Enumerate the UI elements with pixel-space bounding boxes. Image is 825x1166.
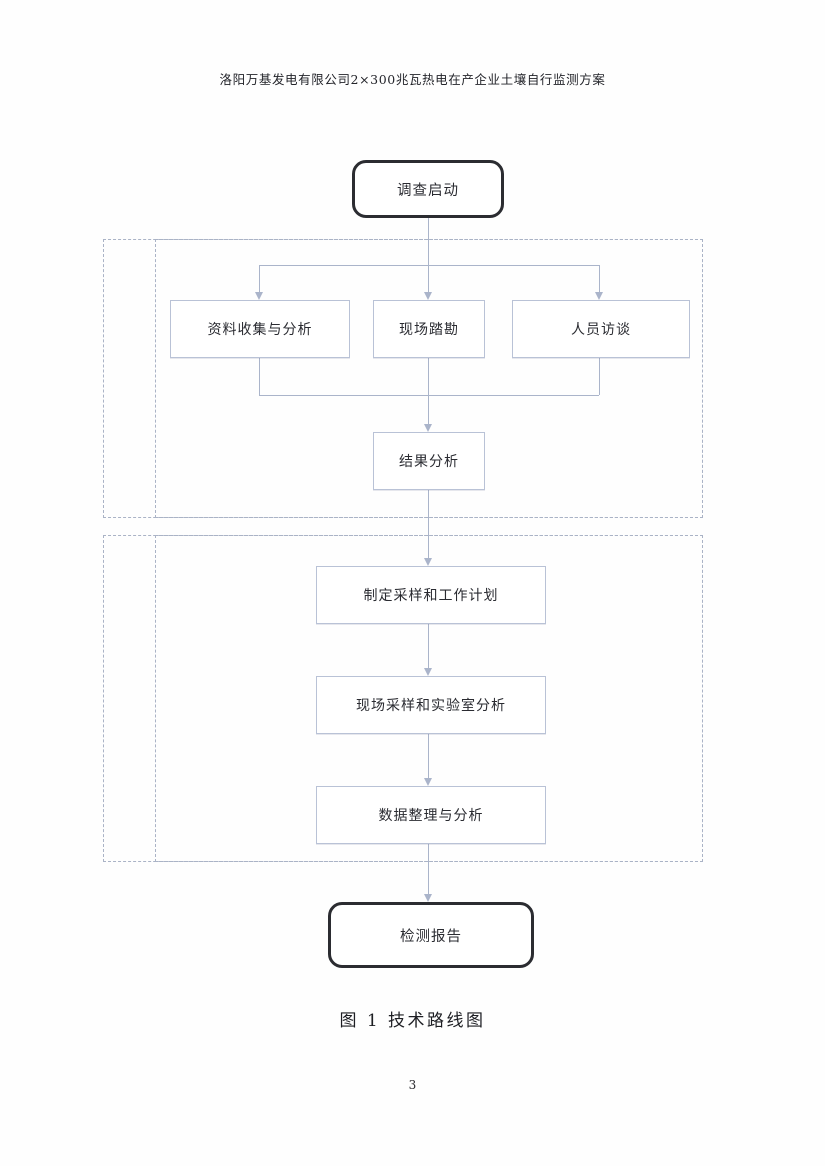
connector-bus-to-data-collect (259, 265, 260, 292)
flow-node-test-report[interactable]: 检测报告 (328, 902, 534, 968)
connector-bus-to-site-survey (428, 265, 429, 292)
connector-data-collect-to-merge (259, 358, 260, 395)
arrowhead-data-collect (254, 292, 263, 300)
arrowhead-interview (594, 292, 603, 300)
flow-node-sampling-plan-label: 制定采样和工作计划 (363, 588, 499, 604)
group-frame-investigation-inner (155, 239, 703, 518)
connector-analysis-to-report (428, 844, 429, 894)
connector-site-survey-to-result (428, 358, 429, 424)
flow-node-field-sampling-lab-analysis[interactable]: 现场采样和实验室分析 (316, 676, 546, 734)
flow-node-site-survey[interactable]: 现场踏勘 (373, 300, 485, 358)
flow-node-start-label: 调查启动 (397, 182, 459, 199)
flow-node-data-processing-analysis-label: 数据整理与分析 (378, 808, 484, 824)
page-header-title: 洛阳万基发电有限公司2×300兆瓦热电在产企业土壤自行监测方案 (219, 72, 606, 87)
flow-node-result-analysis[interactable]: 结果分析 (373, 432, 485, 490)
connector-split-bus (259, 265, 599, 266)
flow-node-start[interactable]: 调查启动 (352, 160, 504, 218)
arrowhead-sampling (423, 668, 432, 676)
connector-sampling-to-analysis (428, 734, 429, 778)
figure-caption: 图 1 技术路线图 (339, 1011, 486, 1031)
flow-node-personnel-interview[interactable]: 人员访谈 (512, 300, 690, 358)
group-frame-sampling-inner (155, 535, 703, 862)
arrowhead-site-survey (423, 292, 432, 300)
arrowhead-analysis (423, 778, 432, 786)
flow-node-data-collection[interactable]: 资料收集与分析 (170, 300, 350, 358)
arrowhead-report (423, 894, 432, 902)
connector-start-to-bus (428, 218, 429, 265)
connector-plan-to-sampling (428, 624, 429, 668)
arrowhead-plan (423, 558, 432, 566)
flow-node-data-collection-label: 资料收集与分析 (207, 322, 313, 338)
flow-node-test-report-label: 检测报告 (400, 928, 462, 945)
flow-node-field-sampling-lab-analysis-label: 现场采样和实验室分析 (356, 698, 506, 714)
connector-result-to-plan (428, 490, 429, 558)
flow-node-site-survey-label: 现场踏勘 (399, 322, 459, 338)
flow-node-result-analysis-label: 结果分析 (399, 454, 459, 470)
flow-node-personnel-interview-label: 人员访谈 (571, 322, 631, 338)
connector-merge-bus (259, 395, 599, 396)
connector-interview-to-merge (599, 358, 600, 395)
connector-bus-to-interview (599, 265, 600, 292)
flow-node-data-processing-analysis[interactable]: 数据整理与分析 (316, 786, 546, 844)
flow-node-sampling-plan[interactable]: 制定采样和工作计划 (316, 566, 546, 624)
arrowhead-result (423, 424, 432, 432)
page-number: 3 (408, 1078, 417, 1092)
